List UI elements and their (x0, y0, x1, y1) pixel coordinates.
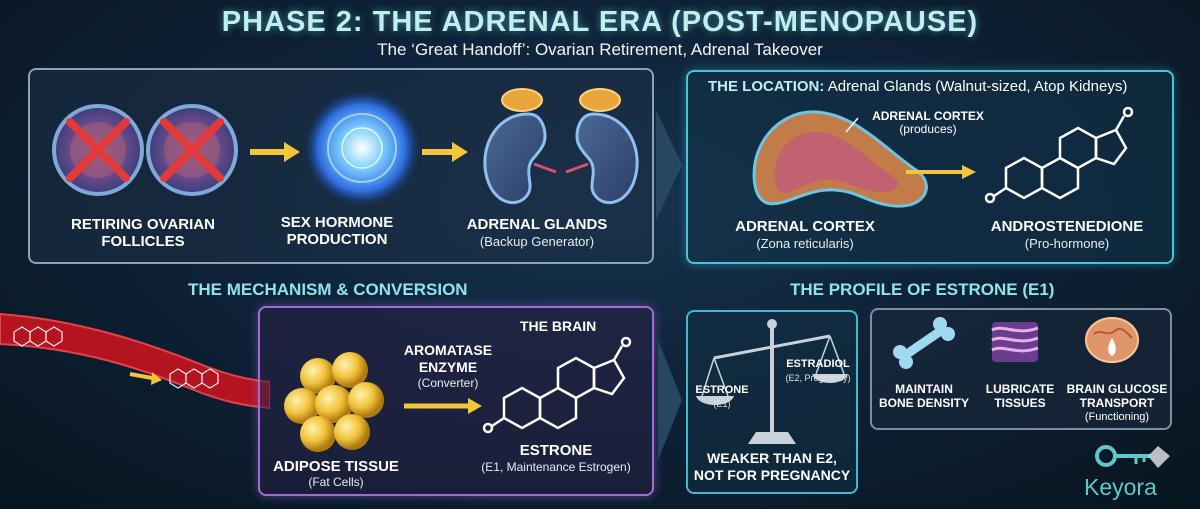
estrone-scale-sub: (E1) (713, 399, 731, 409)
chevron-right-icon (658, 340, 682, 460)
benefit-bone-line2: BONE DENSITY (878, 396, 969, 410)
androstenedione-molecule-icon (984, 106, 1134, 204)
arrow-icon (129, 372, 162, 385)
follicle-icon (146, 104, 238, 196)
production-label-line2: PRODUCTION (286, 231, 388, 248)
aromatase-sub: (Converter) (417, 376, 479, 390)
benefit-brain-line1: BRAIN GLUCOSE (1066, 382, 1168, 396)
location-illustration (752, 106, 1134, 208)
chevron-right-icon (656, 110, 682, 220)
page-subtitle: The ‘Great Handoff’: Ovarian Retirement,… (377, 40, 823, 59)
page-title: PHASE 2: THE ADRENAL ERA (POST-MENOPAUSE… (221, 6, 979, 38)
benefits-illustration (893, 317, 1139, 369)
brain-label: THE BRAIN (520, 318, 597, 334)
tissue-layers-icon (991, 322, 1039, 362)
hormone-molecule-icon (169, 368, 219, 389)
location-heading-bold: THE LOCATION: (708, 78, 825, 95)
cortex-callout-line2: (produces) (899, 122, 957, 136)
arrow-icon (422, 142, 468, 162)
androstenedione-label: ANDROSTENEDIONE (990, 218, 1144, 235)
scale-caption-line1: WEAKER THAN E2, (707, 450, 837, 466)
benefit-tissues-line2: TISSUES (994, 396, 1046, 410)
adipose-sub: (Fat Cells) (308, 475, 364, 489)
location-heading-rest: Adrenal Glands (Walnut-sized, Atop Kidne… (827, 78, 1128, 95)
hormone-molecule-icon (13, 326, 63, 347)
key-logo-icon (1095, 445, 1170, 468)
estradiol-sub: (E2, Pregnancy) (785, 373, 851, 383)
arrow-icon (906, 165, 976, 179)
blood-vessel-illustration (0, 312, 270, 410)
adrenal-cortex-icon (752, 110, 928, 208)
benefit-bone: MAINTAIN BONE DENSITY (874, 382, 974, 410)
adrenal-cortex-sub: (Zona reticularis) (756, 236, 854, 251)
mechanism-illustration (284, 336, 632, 452)
estrone-sub: (E1, Maintenance Estrogen) (481, 460, 631, 474)
fat-cells-icon (284, 352, 384, 452)
adrenal-glands-label: ADRENAL GLANDS (466, 216, 608, 233)
balance-scale-icon (696, 319, 848, 444)
adipose-label: ADIPOSE TISSUE (273, 458, 399, 475)
adrenal-cortex-label: ADRENAL CORTEX (735, 218, 875, 235)
benefit-brain-line2: TRANSPORT (1079, 396, 1155, 410)
estrone-scale-label: ESTRONE (695, 384, 749, 396)
follicles-label-line2: FOLLICLES (101, 233, 185, 250)
location-heading: THE LOCATION: Adrenal Glands (Walnut-siz… (708, 78, 1127, 95)
benefit-bone-line1: MAINTAIN (895, 382, 953, 396)
benefit-brain-sub: (Functioning) (1084, 411, 1150, 423)
benefit-brain: BRAIN GLUCOSE TRANSPORT (Functioning) (1064, 382, 1170, 424)
production-label-line1: SEX HORMONE (280, 214, 394, 231)
follicle-icon (52, 104, 144, 196)
benefit-tissues: LUBRICATE TISSUES (978, 382, 1062, 410)
follicles-label: RETIRING OVARIAN FOLLICLES (48, 216, 238, 250)
androstenedione-sub: (Pro-hormone) (1024, 236, 1110, 251)
aromatase-label: AROMATASE ENZYME (386, 342, 510, 376)
mechanism-heading: THE MECHANISM & CONVERSION (188, 280, 468, 299)
cortex-callout: ADRENAL CORTEX (produces) (858, 110, 998, 136)
scale-caption-line2: NOT FOR PREGNANCY (693, 467, 851, 483)
estrone-molecule-icon (482, 336, 632, 434)
bone-icon (893, 317, 955, 369)
follicles-label-line1: RETIRING OVARIAN (71, 216, 215, 233)
aromatase-label-line2: ENZYME (418, 359, 478, 375)
kidney-icon (565, 88, 639, 205)
estradiol-label: ESTRADIOL (786, 358, 850, 370)
brand-name: Keyora (1084, 474, 1157, 500)
cortex-callout-line1: ADRENAL CORTEX (872, 109, 984, 123)
estrone-label: ESTRONE (519, 442, 593, 459)
arrow-icon (250, 142, 300, 162)
benefit-tissues-line1: LUBRICATE (985, 382, 1055, 396)
production-label: SEX HORMONE PRODUCTION (262, 214, 412, 248)
arrow-icon (404, 398, 482, 414)
scale-caption: WEAKER THAN E2, NOT FOR PREGNANCY (690, 450, 854, 484)
brain-icon (1085, 317, 1139, 363)
adrenal-glands-sub: (Backup Generator) (479, 234, 595, 249)
aromatase-label-line1: AROMATASE (403, 342, 493, 358)
handoff-illustration (52, 88, 639, 206)
energy-orb-icon (304, 90, 420, 206)
kidney-icon (483, 88, 557, 205)
profile-heading: THE PROFILE OF ESTRONE (E1) (790, 280, 1055, 299)
